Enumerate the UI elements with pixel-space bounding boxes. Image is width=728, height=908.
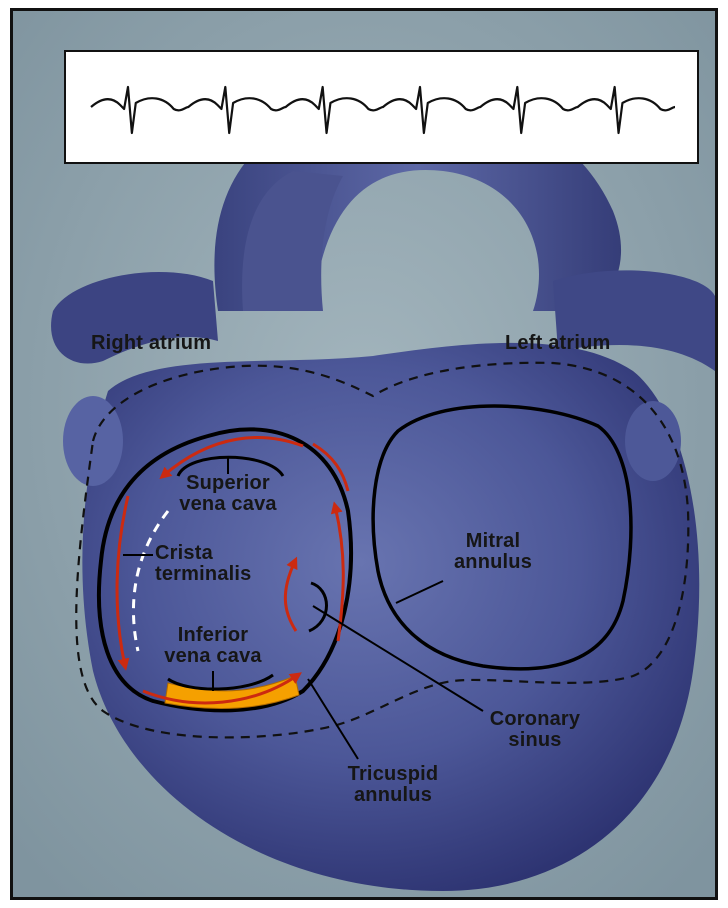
- label-crista-terminalis: Crista terminalis: [155, 543, 251, 585]
- figure-frame: Right atrium Left atrium Superior vena c…: [10, 8, 718, 900]
- label-mitral-annulus: Mitral annulus: [443, 531, 543, 573]
- label-right-atrium: Right atrium: [91, 333, 211, 354]
- label-superior-vena-cava: Superior vena cava: [173, 473, 283, 515]
- label-tricuspid-annulus: Tricuspid annulus: [333, 764, 453, 806]
- label-coronary-sinus: Coronary sinus: [475, 709, 595, 751]
- label-left-atrium: Left atrium: [505, 333, 611, 354]
- label-inferior-vena-cava: Inferior vena cava: [153, 625, 273, 667]
